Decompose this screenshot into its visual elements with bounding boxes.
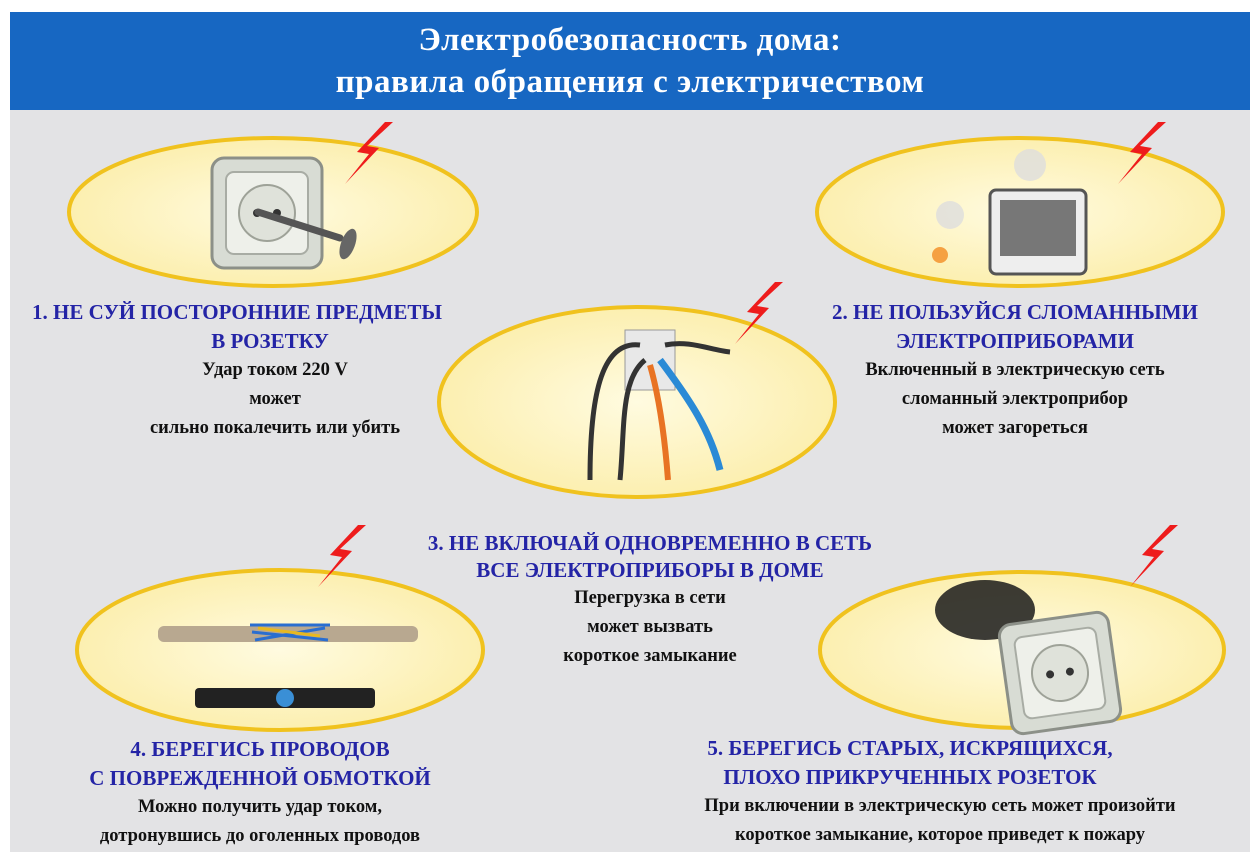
rule-2-text-line-3: может загореться	[942, 418, 1088, 438]
rule-3: 3. НЕ ВКЛЮЧАЙ ОДНОВРЕМЕННО В СЕТЬ ВСЕ ЭЛ…	[400, 530, 900, 671]
rule-4-heading-line-1: 4. БЕРЕГИСЬ ПРОВОДОВ	[130, 737, 390, 761]
rule-1: 1. НЕ СУЙ ПОСТОРОННИЕ ПРЕДМЕТЫ В РОЗЕТКУ…	[25, 298, 525, 443]
rule-3-text-line-2: может вызвать	[587, 617, 713, 637]
illustration-broken-tv	[815, 122, 1225, 288]
rule-1-heading-line-2: В РОЗЕТКУ	[211, 329, 329, 353]
illustration-overloaded-outlet	[437, 282, 837, 499]
rule-3-heading-line-1: 3. НЕ ВКЛЮЧАЙ ОДНОВРЕМЕННО В СЕТЬ	[427, 531, 873, 555]
poster-header: Электробезопасность дома: правила обраще…	[10, 12, 1250, 110]
rule-2-text-line-2: сломанный электроприбор	[901, 389, 1129, 409]
rule-3-text-line-1: Перегрузка в сети	[574, 588, 726, 608]
illustration-socket-nail	[67, 122, 479, 288]
lightning-icon	[1130, 525, 1178, 587]
rule-5-heading-line-2: ПЛОХО ПРИКРУЧЕННЫХ РОЗЕТОК	[723, 765, 1097, 789]
rule-5: 5. БЕРЕГИСЬ СТАРЫХ, ИСКРЯЩИХСЯ, ПЛОХО ПР…	[630, 734, 1250, 850]
rule-5-text-line-2: короткое замыкание, которое приведет к п…	[734, 825, 1146, 845]
rule-2-heading-line-2: ЭЛЕКТРОПРИБОРАМИ	[896, 329, 1134, 353]
title-line-1: Электробезопасность дома:	[418, 22, 842, 58]
rule-4-text-line-2: дотронувшись до оголенных проводов	[99, 826, 421, 846]
rule-2: 2. НЕ ПОЛЬЗУЙСЯ СЛОМАННЫМИ ЭЛЕКТРОПРИБОР…	[790, 298, 1240, 443]
rule-1-text-line-1: Удар током 220 V	[202, 360, 348, 380]
rule-2-heading-line-1: 2. НЕ ПОЛЬЗУЙСЯ СЛОМАННЫМИ	[832, 300, 1198, 324]
rule-4: 4. БЕРЕГИСЬ ПРОВОДОВ С ПОВРЕЖДЕННОЙ ОБМО…	[30, 735, 490, 851]
rule-2-text-line-1: Включенный в электрическую сеть	[865, 360, 1165, 380]
rule-3-text-line-3: короткое замыкание	[563, 646, 737, 666]
rule-4-text-line-1: Можно получить удар током,	[137, 797, 383, 817]
rule-5-heading-line-1: 5. БЕРЕГИСЬ СТАРЫХ, ИСКРЯЩИХСЯ,	[707, 736, 1113, 760]
rule-4-heading-line-2: С ПОВРЕЖДЕННОЙ ОБМОТКОЙ	[89, 766, 431, 790]
illustration-damaged-wires	[75, 525, 485, 732]
title-line-2: правила обращения с электричеством	[335, 64, 925, 100]
rule-5-text-line-1: При включении в электрическую сеть может…	[704, 796, 1176, 816]
rule-1-heading-line-1: 1. НЕ СУЙ ПОСТОРОННИЕ ПРЕДМЕТЫ	[32, 300, 443, 324]
illustration-smoking-socket	[818, 525, 1226, 737]
rule-1-text-line-3: сильно покалечить или убить	[149, 418, 401, 438]
rule-1-text-line-2: может	[249, 389, 301, 409]
rule-3-heading-line-2: ВСЕ ЭЛЕКТРОПРИБОРЫ В ДОМЕ	[476, 558, 824, 582]
